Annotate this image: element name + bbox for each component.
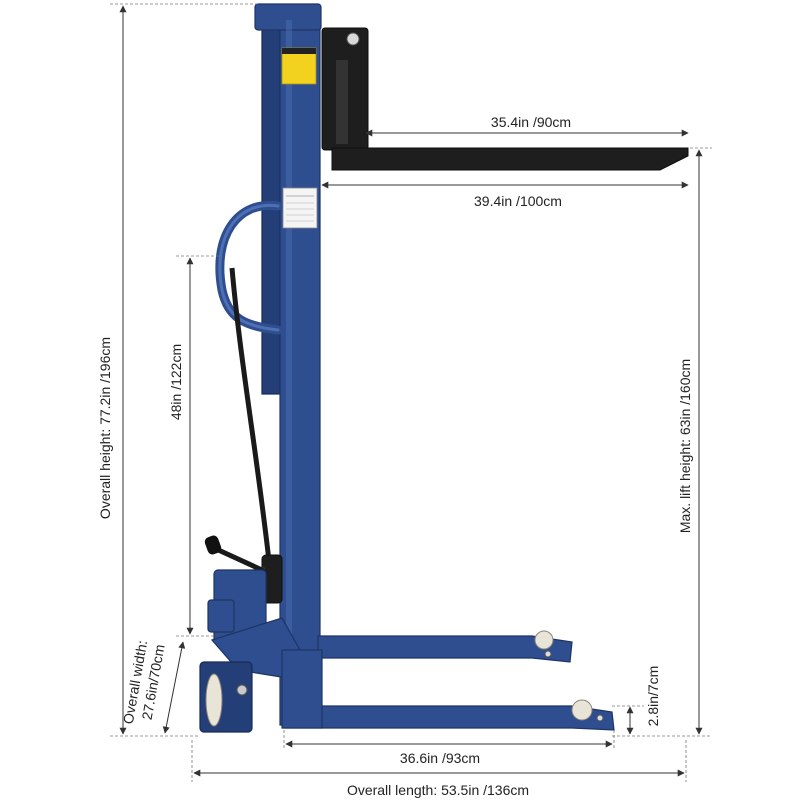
upper-leg [317, 635, 573, 663]
carriage-bolt [346, 32, 360, 46]
base-bracket [207, 599, 235, 633]
rear-wheel-axle [236, 684, 248, 696]
max-lift-label: Max. lift height: 63in /160cm [677, 359, 693, 533]
fork-length-label: 35.4in /90cm [491, 114, 571, 130]
pallet-stacker [199, 3, 689, 733]
handle-height-label: 48in /122cm [168, 344, 184, 420]
release-lever-grip [204, 535, 222, 555]
upper-leg-wheel [534, 630, 554, 650]
mast-highlight [286, 20, 292, 720]
rear-wheel [205, 673, 223, 727]
fork-total-label: 39.4in /100cm [474, 193, 562, 209]
dimension-annotations: Overall height: 77.2in /196cm 48in /122c… [97, 3, 712, 798]
spec-plate [282, 187, 318, 229]
leg-length-label: 36.6in /93cm [400, 750, 480, 766]
warning-label-header [282, 48, 316, 54]
overall-length-label: Overall length: 53.5in /136cm [347, 782, 529, 798]
fork-height-label: 2.8in/7cm [645, 666, 661, 727]
mast-base [281, 649, 323, 729]
lower-leg-wheel [571, 699, 593, 721]
lower-leg [283, 705, 615, 731]
overall-height-label: Overall height: 77.2in /196cm [97, 337, 113, 519]
fork-blade [331, 147, 689, 171]
overall-width-line [162, 641, 186, 734]
hydraulic-hose [229, 267, 273, 571]
carriage-slot [336, 60, 348, 144]
release-lever [211, 545, 265, 573]
